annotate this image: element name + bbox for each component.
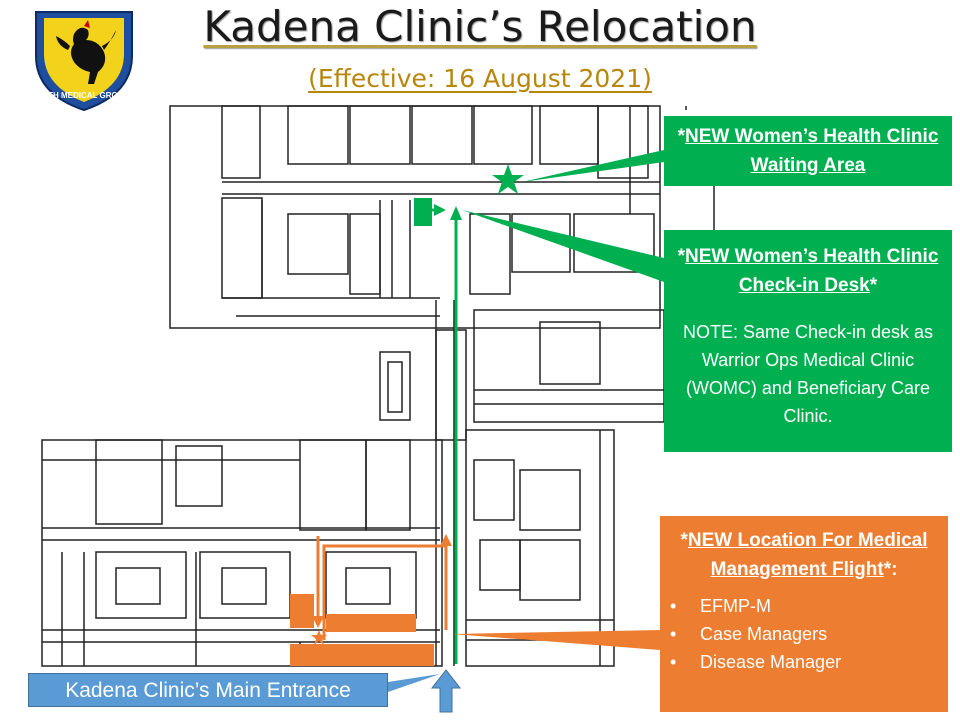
- green-route-arrowhead: [450, 206, 462, 220]
- callout-checkin-suffix: *: [869, 275, 878, 296]
- callout-waiting-area-title: NEW Women’s Health Clinic Waiting Area: [685, 126, 939, 176]
- callout-mmf-prefix: *: [680, 530, 688, 551]
- bullet-icon: •: [670, 596, 677, 616]
- entrance-arrow-icon: [430, 669, 462, 713]
- mmf-list: • EFMP-M • Case Managers • Disease Manager: [660, 592, 948, 676]
- callout-mmf-suffix: *:: [883, 559, 898, 580]
- callout-waiting-area-prefix: *: [677, 126, 686, 147]
- waiting-area-pointer: [522, 150, 664, 182]
- mmf-room-3: [290, 644, 434, 666]
- callout-checkin-prefix: *: [677, 246, 686, 267]
- main-entrance-label: Kadena Clinic’s Main Entrance: [28, 673, 388, 707]
- mmf-room-2: [326, 614, 416, 632]
- callout-waiting-area: *NEW Women’s Health Clinic Waiting Area: [664, 116, 952, 186]
- callout-mmf: *NEW Location For Medical Management Fli…: [660, 516, 948, 712]
- page-title: Kadena Clinic’s Relocation: [203, 2, 757, 51]
- mmf-item-efmp: EFMP-M: [700, 596, 771, 616]
- orange-route-line: [322, 544, 446, 640]
- orange-route-arrowhead-up: [440, 534, 452, 546]
- mmf-item-disease-manager: Disease Manager: [700, 652, 842, 672]
- mmf-star-icon: [311, 630, 327, 645]
- floor-plan-walls: [41, 105, 715, 667]
- unit-logo: 18TH MEDICAL GROUP: [35, 11, 133, 112]
- rooster-icon: [56, 20, 116, 84]
- callout-checkin-title: NEW Women’s Health Clinic Check-in Desk: [685, 246, 939, 296]
- mmf-room-1: [290, 594, 314, 628]
- mmf-pointer: [452, 630, 660, 650]
- callout-checkin-desk: *NEW Women’s Health Clinic Check-in Desk…: [664, 230, 952, 452]
- bullet-icon: •: [670, 652, 677, 672]
- bullet-icon: •: [670, 624, 677, 644]
- mmf-item-case-managers: Case Managers: [700, 624, 828, 644]
- callout-checkin-note: NOTE: Same Check-in desk as Warrior Ops …: [682, 322, 934, 426]
- orange-route-arrowhead-down: [312, 616, 324, 628]
- checkin-pointer: [462, 210, 664, 282]
- logo-text: 18TH MEDICAL GROUP: [39, 91, 129, 100]
- green-branch-arrowhead: [434, 204, 446, 216]
- callout-mmf-title: NEW Location For Medical Management Flig…: [687, 530, 928, 580]
- waiting-area-star-icon: [492, 164, 524, 194]
- entrance-pointer: [388, 674, 440, 692]
- page-subtitle: (Effective: 16 August 2021): [308, 64, 652, 93]
- list-item: • Disease Manager: [670, 648, 948, 676]
- list-item: • EFMP-M: [670, 592, 948, 620]
- list-item: • Case Managers: [670, 620, 948, 648]
- checkin-desk-marker: [414, 198, 432, 226]
